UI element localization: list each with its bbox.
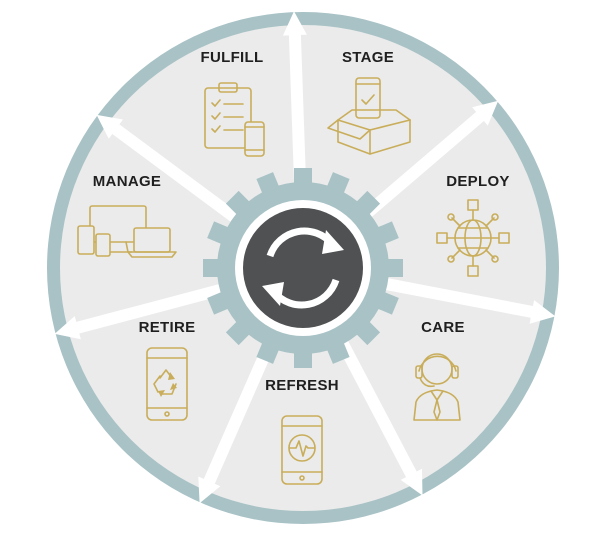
phone-pulse-icon xyxy=(281,415,323,485)
clipboard-checklist-and-phone-icon xyxy=(204,82,265,157)
segment-label-deploy: DEPLOY xyxy=(446,173,509,190)
segment-divider-arrow xyxy=(54,283,224,340)
segment-divider-arrow xyxy=(282,11,307,185)
segment-label-stage: STAGE xyxy=(342,49,394,66)
segment-divider-arrow xyxy=(362,100,499,218)
refresh-cycle-icon xyxy=(262,227,344,309)
devices-icon xyxy=(77,205,177,258)
segment-label-fulfill: FULFILL xyxy=(201,49,264,66)
segment-divider-arrow xyxy=(336,339,423,496)
box-with-phone-icon xyxy=(327,77,411,155)
segment-dividers xyxy=(54,11,556,504)
segment-label-manage: MANAGE xyxy=(93,173,161,190)
headset-agent-icon xyxy=(413,353,461,421)
center-gear xyxy=(203,168,403,368)
segment-divider-arrow xyxy=(198,342,275,504)
phone-recycle-icon xyxy=(146,347,188,421)
globe-network-icon xyxy=(436,199,510,277)
segment-label-retire: RETIRE xyxy=(139,319,196,336)
segment-label-care: CARE xyxy=(421,319,465,336)
hub xyxy=(243,208,363,328)
segment-label-refresh: REFRESH xyxy=(265,377,339,394)
segment-divider-arrow xyxy=(96,114,240,223)
segment-divider-arrow xyxy=(384,277,556,324)
